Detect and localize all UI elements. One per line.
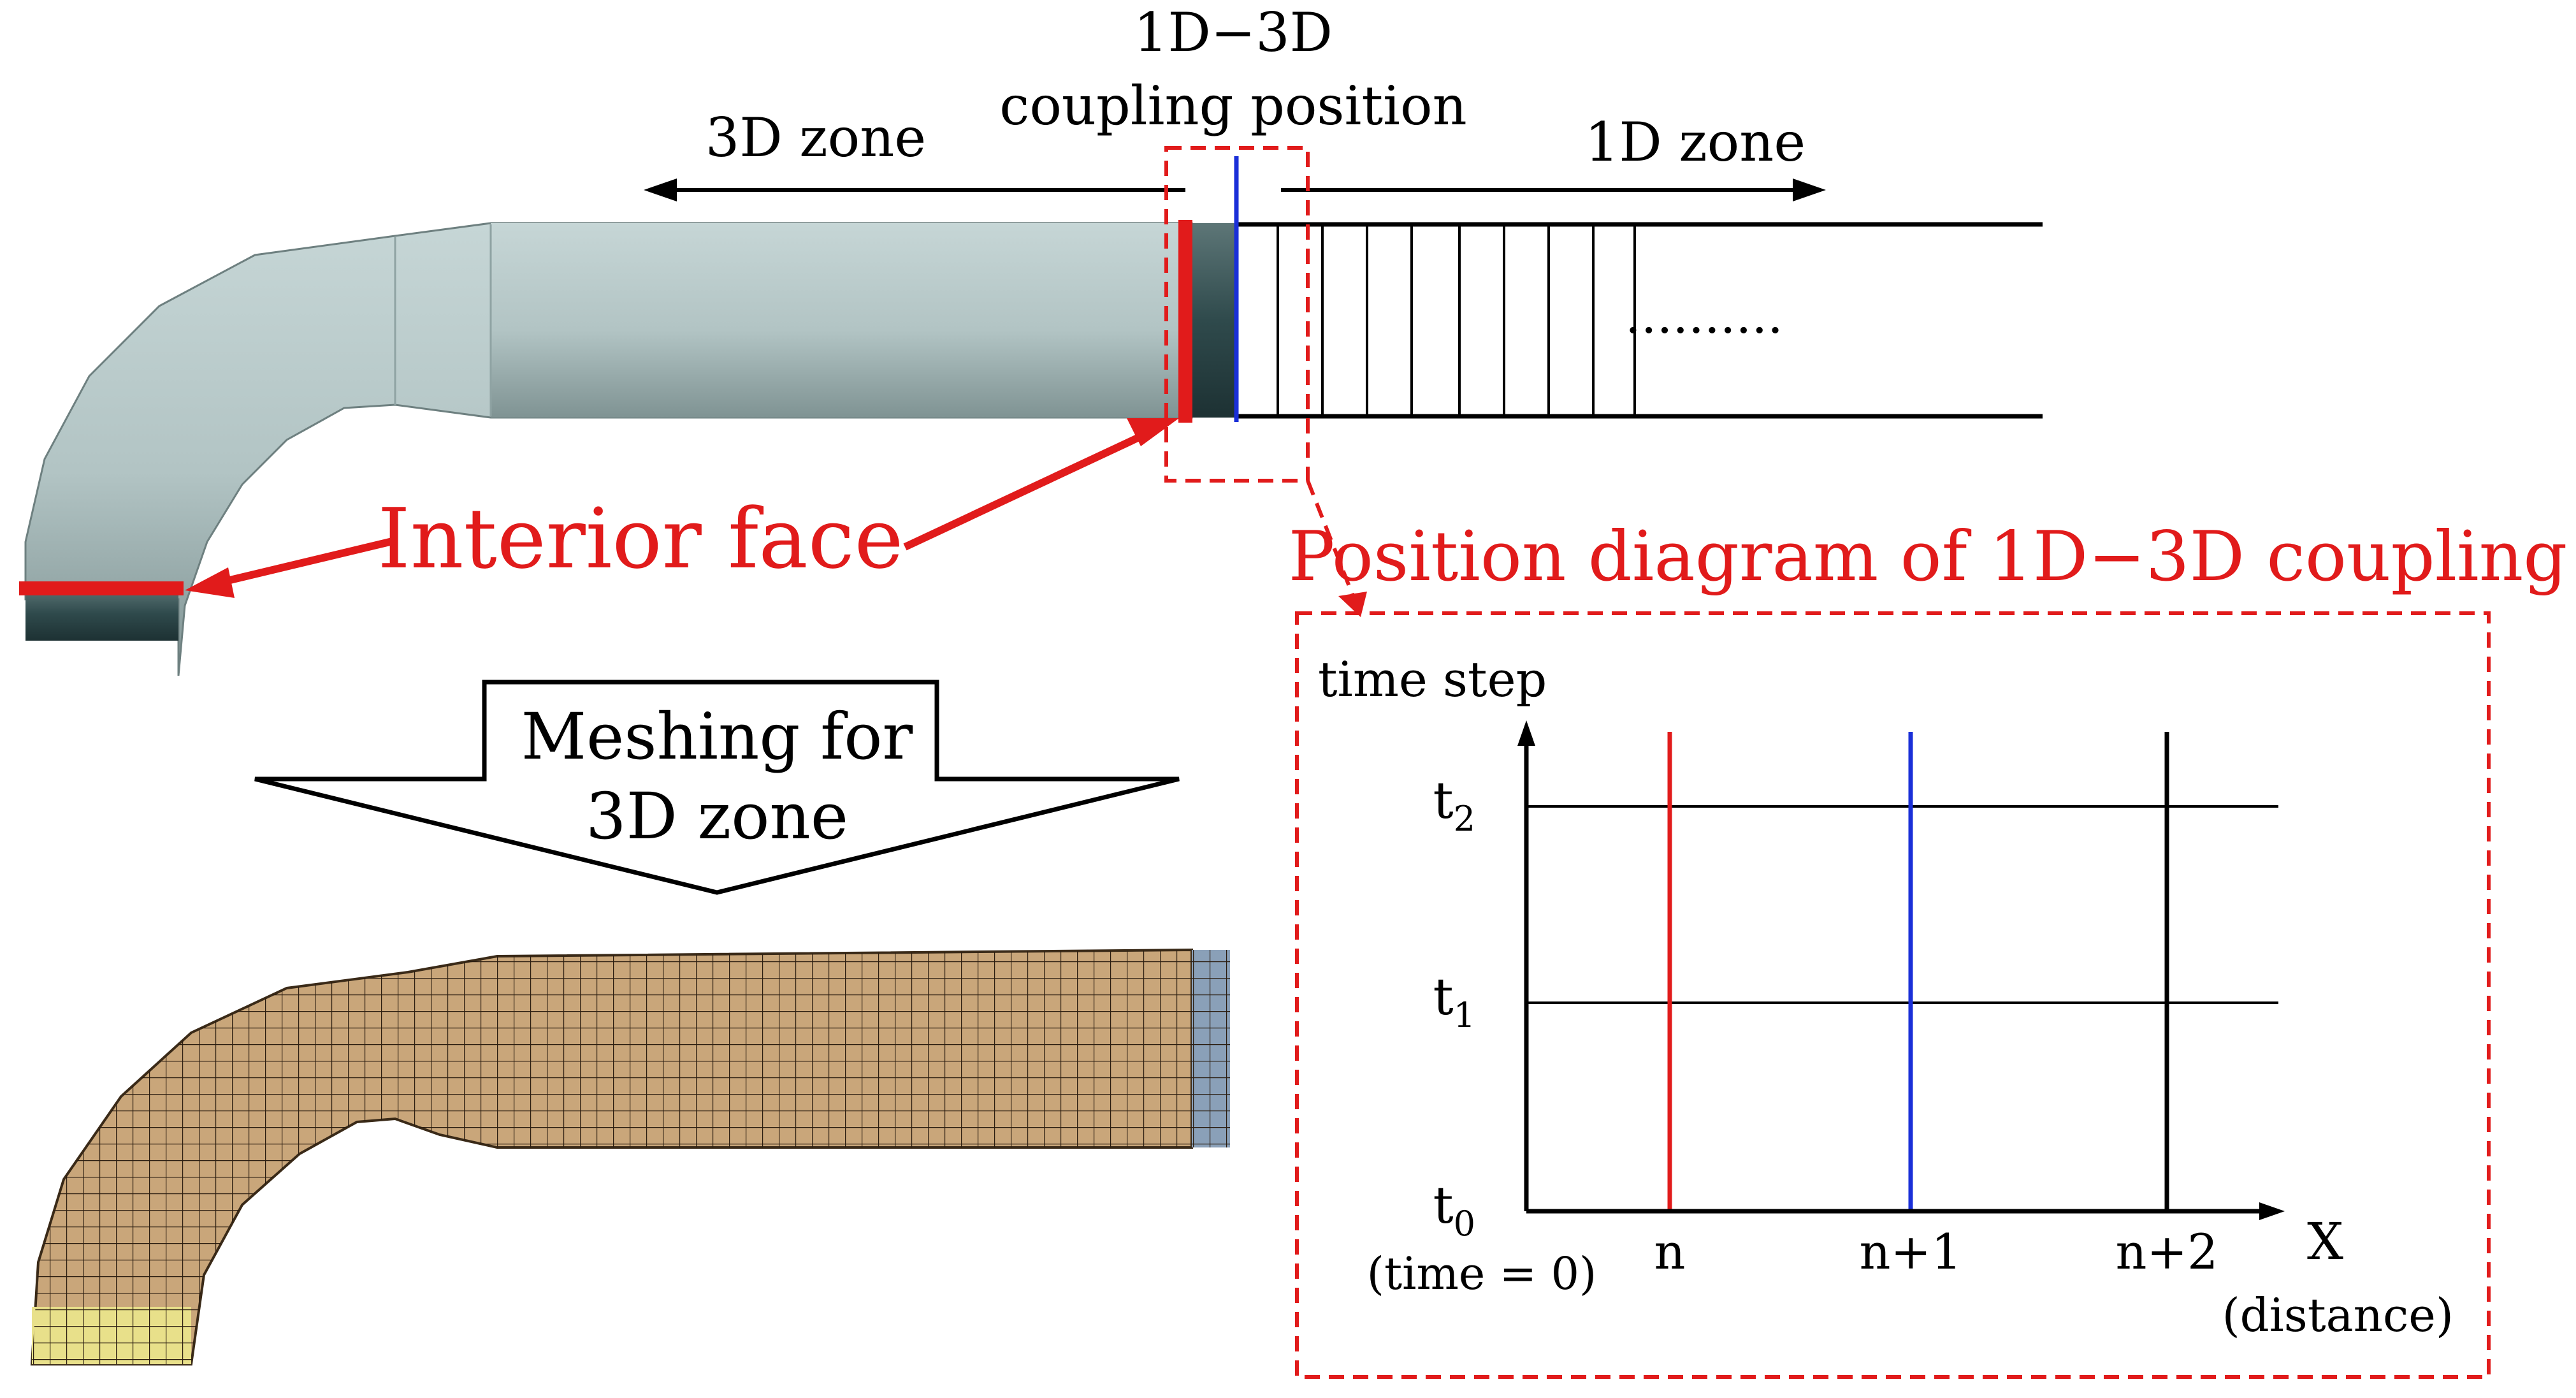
meshing-down-arrow: [254, 680, 1180, 895]
time-label-t2: t2: [1433, 771, 1475, 839]
zone-1d-arrowhead: [1793, 178, 1826, 201]
meshing-label-line1: Meshing for: [521, 699, 913, 774]
zone-3d-arrowhead: [644, 178, 677, 201]
node-label-2: n+1: [1860, 1223, 1962, 1280]
tube-cell-divisions: [1277, 224, 1636, 416]
meshing-label-line2: 3D zone: [586, 779, 848, 854]
pipe-outlet-band: [1192, 223, 1236, 418]
x-axis-label: X: [2307, 1212, 2343, 1271]
pipe-1d-representation: ..........: [1234, 156, 2043, 422]
y-axis-label: time step: [1318, 651, 1547, 708]
interior-face-label: Interior face: [377, 490, 903, 587]
time-zero-note: (time = 0): [1367, 1248, 1597, 1300]
zone-arrows: [644, 178, 1826, 201]
position-diagram-box: [1295, 611, 2491, 1379]
zone-3d-label: 3D zone: [706, 106, 926, 169]
zoom-leader-arrowhead: [1338, 592, 1367, 617]
time-label-t1: t1: [1433, 967, 1475, 1035]
time-label-t0: t0: [1433, 1176, 1475, 1244]
coupling-label-line2: coupling position: [999, 75, 1466, 137]
zone-1d-label: 1D zone: [1585, 111, 1805, 173]
pipe-inlet-band: [25, 586, 178, 641]
y-axis-arrowhead: [1517, 720, 1535, 746]
position-diagram-title: Position diagram of 1D−3D coupling: [1289, 517, 2568, 597]
interior-face-arrowhead-right: [1127, 418, 1179, 446]
pipe-3d-geometry: [19, 220, 1236, 676]
interior-face-arrow-right: [903, 430, 1149, 551]
continuation-dots: ..........: [1625, 288, 1783, 345]
x-axis-arrowhead: [2259, 1202, 2285, 1220]
x-axis-sublabel: (distance): [2222, 1288, 2454, 1342]
pipe-straight-body: [491, 223, 1192, 418]
meshed-3d-geometry: [30, 948, 1230, 1365]
coupling-zoom-box: [1164, 146, 1310, 483]
coupling-label-line1: 1D−3D: [1134, 1, 1333, 64]
interior-face-arrow-left: [215, 537, 396, 587]
interior-face-left-marker: [19, 581, 184, 595]
interior-face-arrowhead-left: [185, 567, 235, 598]
node-label-1: n: [1654, 1223, 1686, 1280]
interior-face-right-marker: [1178, 220, 1192, 423]
zoom-leader-line: [1306, 479, 1356, 601]
node-label-3: n+2: [2116, 1223, 2218, 1280]
mesh-grid-lines: [32, 950, 1230, 1364]
